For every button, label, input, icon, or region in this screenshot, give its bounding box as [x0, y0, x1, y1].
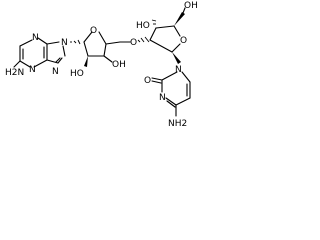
- adenine-amine-label: H2N: [5, 68, 24, 78]
- molecule-diagram: H2N N N N N O HO OH O: [0, 0, 254, 144]
- right-ribose-ring-o-label: O: [180, 36, 187, 46]
- adenine-n7-label: N: [52, 67, 59, 77]
- linking-o-label: O: [130, 38, 137, 48]
- adenine-n9-label: N: [61, 38, 68, 48]
- cytosine-carbonyl-o-label: O: [144, 76, 151, 86]
- left-ribose-ring-o-label: O: [90, 26, 97, 36]
- cytosine-n3-label: N: [159, 93, 166, 103]
- left-ribose-3oh-label: OH: [112, 60, 126, 70]
- left-ribose-ring: [70, 31, 131, 67]
- right-ribose-5oh-label: OH: [184, 1, 198, 11]
- right-ribose-3oh-label: HO: [136, 21, 150, 31]
- right-ribose-ring: [137, 7, 186, 64]
- adenine-n3-label: N: [29, 65, 36, 75]
- adenine-n1-label: N: [32, 33, 39, 43]
- left-ribose-2oh-label: HO: [70, 69, 84, 79]
- cytosine-n1-label: N: [175, 65, 182, 75]
- adenine-ring: [13, 37, 66, 68]
- cytosine-amine-label: NH2: [168, 119, 187, 129]
- structure-drawing: H2N N N N N O HO OH O: [5, 1, 198, 129]
- cytosine-ring: [151, 71, 191, 117]
